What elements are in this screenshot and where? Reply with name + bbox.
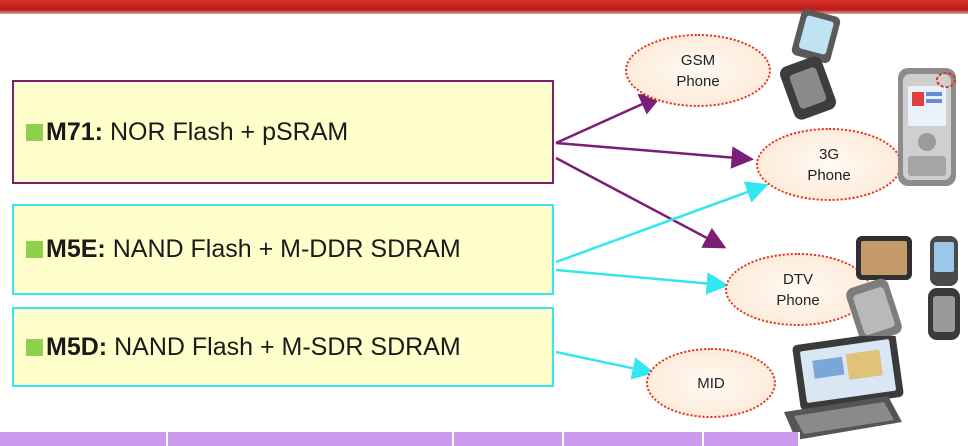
arrow-m5d-mid <box>555 350 655 380</box>
flip-phone-icon <box>780 8 841 120</box>
m5d-text: NAND Flash + M-SDR SDRAM <box>114 332 461 361</box>
arrow-m71-3g <box>555 141 754 169</box>
3g-phone-oval: 3G Phone <box>756 128 902 201</box>
bullet-square-icon <box>26 123 43 141</box>
3g-phone-icon <box>898 68 956 186</box>
arrow-m5e-3g <box>555 181 769 264</box>
m5d-label: M5D: <box>46 332 108 361</box>
mid-oval: MID <box>646 348 776 418</box>
footer-segment <box>564 432 704 446</box>
dtv-phone-icon <box>846 236 960 344</box>
m71-label: M71: <box>46 117 103 146</box>
arrow-m71-gsm <box>555 93 663 145</box>
mid-device-icon <box>784 336 904 440</box>
header-bar <box>0 0 968 14</box>
bullet-square-icon <box>26 338 43 356</box>
mid-line1: MID <box>697 374 725 392</box>
footer-bar <box>0 432 800 446</box>
m5d-box: M5D: NAND Flash + M-SDR SDRAM <box>12 307 554 387</box>
arrow-m71-dtv <box>555 156 727 249</box>
footer-segment <box>0 432 168 446</box>
gsm-line2: Phone <box>676 72 720 90</box>
m5e-label: M5E: <box>46 235 106 263</box>
m71-box: M71: NOR Flash + pSRAM <box>12 80 554 184</box>
footer-segment <box>704 432 800 446</box>
footer-segment <box>454 432 564 446</box>
dtv-line1: DTV <box>783 270 813 288</box>
m5e-box: M5E: NAND Flash + M-DDR SDRAM <box>12 204 554 295</box>
3g-line1: 3G <box>818 145 839 163</box>
bullet-square-icon <box>26 241 43 258</box>
m71-text: NOR Flash + pSRAM <box>109 117 349 146</box>
3g-line2: Phone <box>807 166 851 184</box>
arrow-m5e-dtv <box>555 268 729 295</box>
dtv-line2: Phone <box>776 291 820 309</box>
m5e-text: NAND Flash + M-DDR SDRAM <box>112 235 461 263</box>
gsm-phone-oval: GSM Phone <box>625 34 771 107</box>
footer-segment <box>168 432 454 446</box>
gsm-line1: GSM <box>680 51 716 69</box>
